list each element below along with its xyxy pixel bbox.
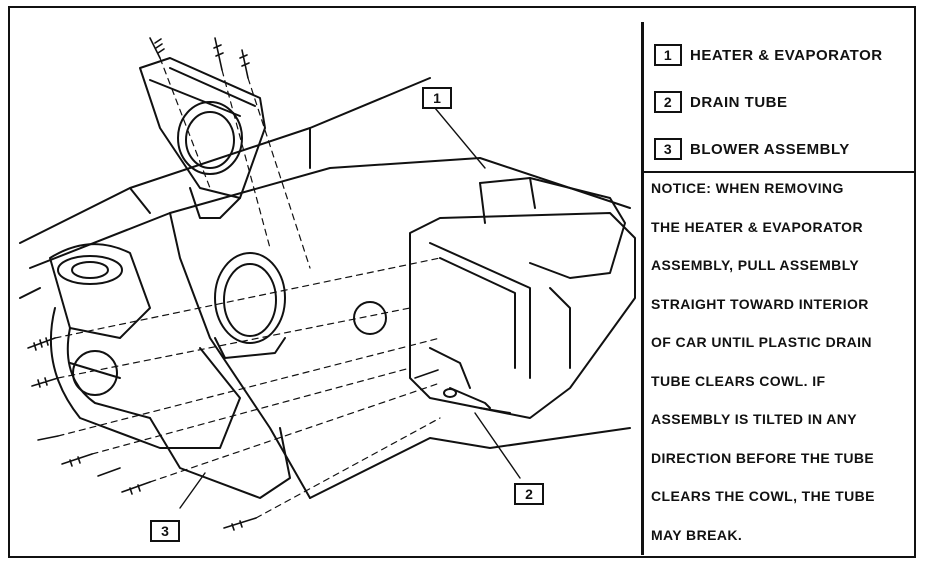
drain-tube-drawing xyxy=(443,387,511,414)
callout-1: 1 xyxy=(422,87,452,109)
notice-line: THE HEATER & EVAPORATOR xyxy=(651,218,863,235)
legend-item-blower-assembly: 3 BLOWER ASSEMBLY xyxy=(654,138,850,160)
notice-line: MAY BREAK. xyxy=(651,526,743,543)
notice-line: ASSEMBLY IS TILTED IN ANY xyxy=(651,411,858,427)
callout-3: 3 xyxy=(150,520,180,542)
upper-duct xyxy=(139,57,266,219)
legend-item-drain-tube: 2 DRAIN TUBE xyxy=(654,91,788,113)
notice-line: DIRECTION BEFORE THE TUBE xyxy=(651,449,875,466)
legend-number: 3 xyxy=(654,138,682,160)
legend-label: HEATER & EVAPORATOR xyxy=(690,46,883,64)
screws xyxy=(27,37,439,531)
legend-separator xyxy=(643,171,916,173)
notice-line: NOTICE: WHEN REMOVING xyxy=(651,180,844,196)
notice-line: ASSEMBLY, PULL ASSEMBLY xyxy=(651,257,860,273)
legend-item-heater-evaporator: 1 HEATER & EVAPORATOR xyxy=(654,44,883,66)
blower-housing xyxy=(49,243,291,499)
alignment-lines xyxy=(54,57,441,519)
legend-label: BLOWER ASSEMBLY xyxy=(690,140,850,158)
heater-evaporator-case xyxy=(409,177,636,419)
legend-number: 1 xyxy=(654,44,682,66)
notice-line: STRAIGHT TOWARD INTERIOR xyxy=(651,295,869,312)
leader-lines xyxy=(179,107,521,509)
cowl-opening xyxy=(214,252,387,359)
notice-line: TUBE CLEARS COWL. IF xyxy=(651,372,826,389)
notice-line: OF CAR UNTIL PLASTIC DRAIN xyxy=(651,334,872,350)
notice-text: NOTICE: WHEN REMOVING THE HEATER & EVAPO… xyxy=(651,176,913,561)
legend-number: 2 xyxy=(654,91,682,113)
cowl-panel xyxy=(19,77,631,499)
diagram-frame xyxy=(8,6,916,558)
exploded-view-drawing xyxy=(19,37,636,531)
legend-label: DRAIN TUBE xyxy=(690,93,788,111)
callout-2: 2 xyxy=(514,483,544,505)
notice-line: CLEARS THE COWL, THE TUBE xyxy=(651,488,875,504)
vertical-divider xyxy=(641,22,644,555)
